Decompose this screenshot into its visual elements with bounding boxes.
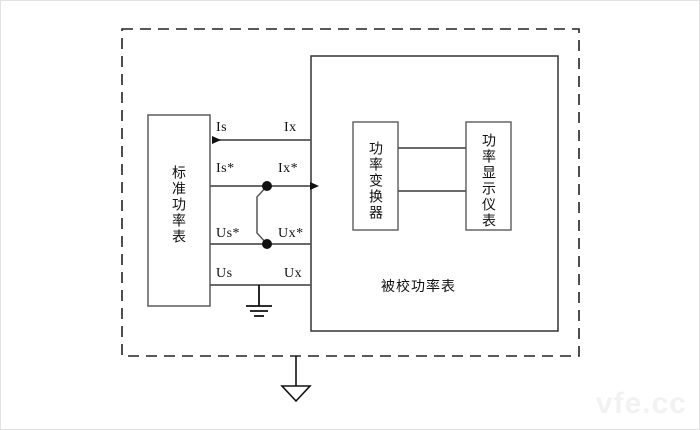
standard-meter-label: 标准功率表 bbox=[171, 165, 187, 245]
power-display-label: 功率显示仪表 bbox=[481, 133, 497, 229]
watermark: vfe.cc bbox=[595, 387, 687, 420]
jumper-link bbox=[256, 185, 268, 245]
label-us-star: Us* bbox=[216, 226, 241, 241]
junction-dot-upper bbox=[262, 181, 272, 191]
power-converter-box bbox=[352, 121, 399, 231]
standard-meter-box bbox=[147, 114, 211, 307]
system-boundary-dashed bbox=[121, 28, 580, 357]
label-ux-star: Ux* bbox=[278, 226, 304, 241]
label-ix-star: Ix* bbox=[278, 161, 299, 176]
label-ux: Ux bbox=[284, 266, 303, 281]
chassis-ground-triangle-icon bbox=[280, 385, 312, 403]
device-under-test-box bbox=[310, 55, 559, 332]
label-ix: Ix bbox=[284, 120, 297, 135]
label-is: Is bbox=[216, 120, 228, 135]
label-is-star: Is* bbox=[216, 161, 235, 176]
power-converter-label: 功率变换器 bbox=[368, 141, 384, 221]
power-display-box bbox=[465, 121, 512, 231]
device-under-test-caption: 被校功率表 bbox=[381, 278, 456, 294]
label-us: Us bbox=[216, 266, 233, 281]
junction-dot-lower bbox=[262, 239, 272, 249]
